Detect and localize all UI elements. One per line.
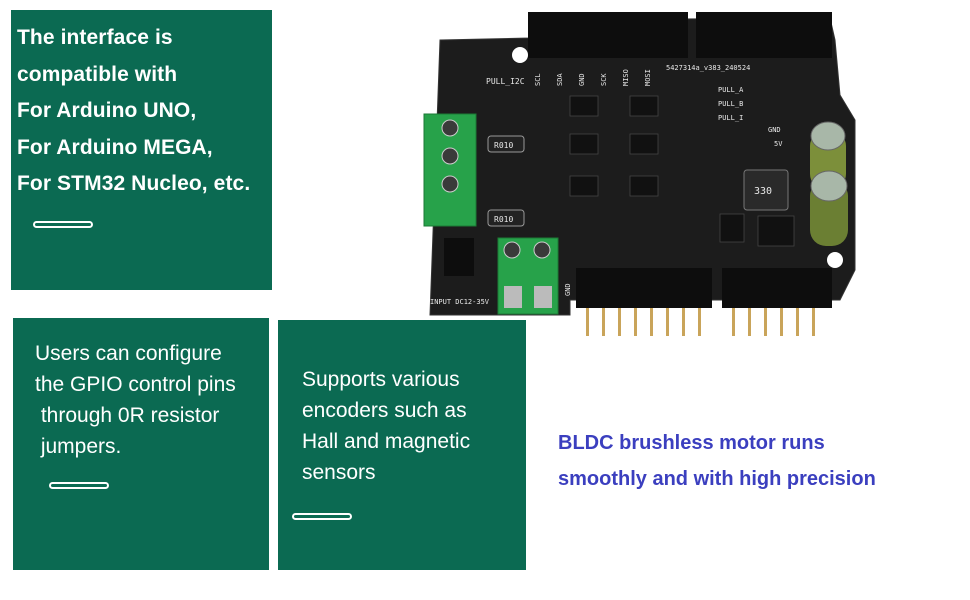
mosfet-chip: [629, 95, 659, 117]
decorative-pill: [49, 482, 109, 489]
top-header-left: [528, 12, 688, 58]
silk-pin-label: SCK: [600, 73, 608, 86]
silk-pin-label: MISO: [622, 69, 630, 86]
silk-5v: 5V: [774, 140, 783, 148]
compat-line-3: For Arduino UNO,: [17, 99, 197, 122]
silk-pin-label: MOSI: [644, 69, 652, 86]
inductor: [743, 169, 789, 211]
headline-line-2: smoothly and with high precision: [558, 468, 876, 490]
mosfet-chip: [569, 133, 599, 155]
silk-gnd: GND: [768, 126, 781, 134]
silk-r010-top: R010: [494, 141, 513, 150]
power-terminal-block: [497, 237, 559, 315]
mosfet-chip: [629, 133, 659, 155]
gpio-card: Users can configure the GPIO control pin…: [13, 318, 269, 570]
encoders-line-3: Hall and magnetic: [302, 430, 471, 453]
ic-chip: [719, 213, 745, 243]
electrolytic-capacitors: [810, 121, 848, 246]
gpio-line-2: the GPIO control pins: [35, 373, 236, 396]
top-header-right: [696, 12, 832, 58]
compat-line-2: compatible with: [17, 62, 178, 86]
silk-pin-label: SDA: [556, 73, 564, 86]
silk-input: INPUT DC12-35V: [430, 298, 490, 306]
shunt-resistor: [487, 135, 525, 153]
compatibility-card: The interface is compatible with For Ard…: [11, 10, 272, 290]
silk-pull-i2c: PULL_I2C: [486, 77, 525, 86]
decorative-pill: [292, 513, 352, 520]
silk-gnd-bottom: GND: [564, 283, 572, 296]
decorative-pill: [33, 221, 93, 228]
shunt-resistor: [487, 209, 525, 227]
mosfet-chip: [629, 175, 659, 197]
compat-line-5: For STM32 Nucleo, etc.: [17, 172, 251, 195]
gpio-line-3: through 0R resistor: [35, 404, 220, 427]
silk-version: 5427314a_v383_240524: [666, 64, 750, 72]
motor-driver-board-photo: PULL_I2C 5427314a_v383_240524 PULL_A PUL…: [423, 12, 856, 336]
silk-r010-bottom: R010: [494, 215, 513, 224]
motor-terminal-block: [423, 113, 477, 227]
gpio-line-1: Users can configure: [35, 342, 222, 365]
encoders-line-4: sensors: [302, 461, 376, 484]
compat-line-4: For Arduino MEGA,: [17, 135, 213, 159]
silk-pin-label: GND: [578, 73, 586, 86]
encoders-card: Supports various encoders such as Hall a…: [278, 320, 526, 570]
mount-hole: [827, 252, 843, 268]
bottom-header-left: [576, 268, 712, 308]
mount-hole: [512, 47, 528, 63]
compat-line-1: The interface is: [17, 26, 173, 49]
mosfet-chip: [569, 95, 599, 117]
encoders-line-2: encoders such as: [302, 399, 467, 422]
bottom-header-right: [722, 268, 832, 308]
silk-pull-i: PULL_I: [718, 114, 743, 122]
silk-pin-label: SCL: [534, 73, 542, 86]
silk-inductor: 330: [754, 186, 772, 197]
gpio-line-4: jumpers.: [35, 435, 122, 458]
silk-pull-a: PULL_A: [718, 86, 744, 94]
headline-line-1: BLDC brushless motor runs: [558, 432, 825, 454]
bldc-headline: BLDC brushless motor runs smoothly and w…: [558, 425, 876, 497]
header-pins: [586, 300, 815, 336]
mosfet-chip: [569, 175, 599, 197]
encoders-line-1: Supports various: [302, 368, 460, 391]
jumper-header: [444, 238, 474, 276]
regulator-chip: [757, 215, 795, 247]
silk-pull-b: PULL_B: [718, 100, 743, 108]
